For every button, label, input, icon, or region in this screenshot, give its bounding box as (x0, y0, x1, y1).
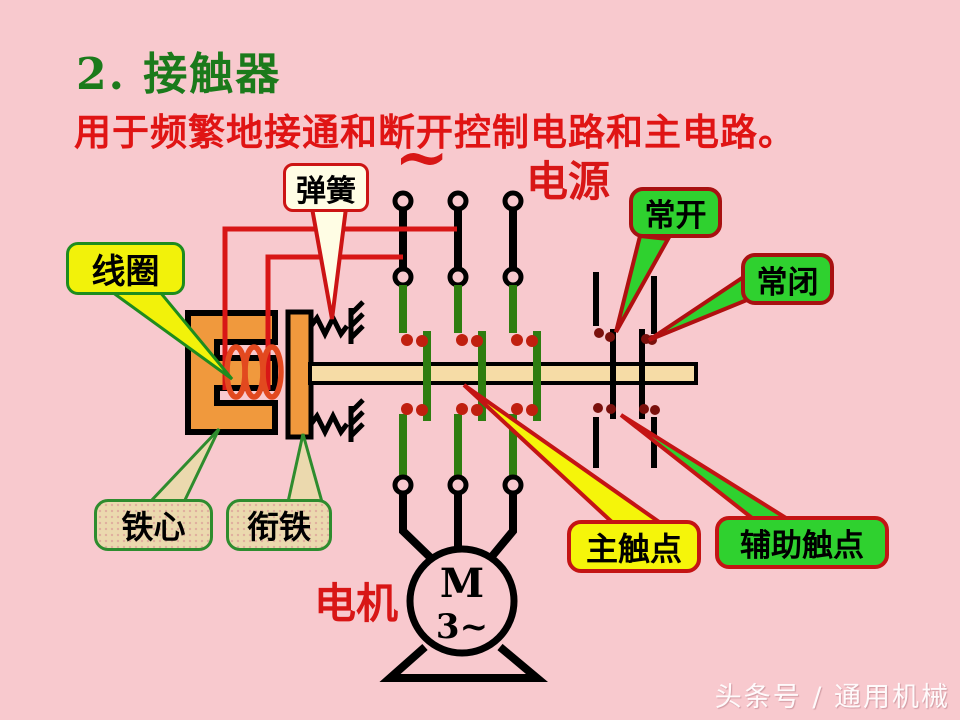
pointer-main-contacts (462, 383, 669, 526)
main-contact-tips (511, 334, 538, 416)
watermark: 头条号 / 通用机械 (714, 682, 950, 713)
label-auxiliary-contacts: 辅助触点 (715, 516, 889, 569)
label-coil: 线圈 (66, 242, 185, 295)
label-auxiliary-contacts-text: 辅助触点 (740, 528, 864, 564)
label-armature-text: 衔铁 (246, 508, 311, 546)
main-contact-tips (456, 334, 483, 416)
power-line-L2 (447, 190, 486, 496)
label-iron-core: 铁心 (94, 499, 213, 551)
spring-bottom (309, 398, 365, 442)
motor-letter: M (440, 560, 484, 607)
control-wire-1 (222, 226, 457, 390)
label-normally-closed-text: 常闭 (756, 264, 819, 301)
label-main-contacts-text: 主触点 (585, 529, 682, 568)
pointer-auxiliary-contacts (619, 413, 793, 520)
power-line-L1 (392, 190, 431, 496)
iron-core-shape (185, 310, 278, 435)
label-coil-text: 线圈 (91, 252, 160, 292)
armature-shape (285, 309, 314, 440)
motor-symbol: M 3~ (379, 493, 549, 682)
pointer-armature (286, 433, 324, 504)
label-normally-open: 常开 (629, 187, 722, 238)
pointer-normally-closed (647, 272, 750, 342)
page-subtitle: 用于频繁地接通和断开控制电路和主电路。 (74, 110, 796, 154)
motor-phases: 3~ (436, 607, 488, 647)
label-spring: 弹簧 (283, 163, 369, 212)
spring-top (309, 300, 365, 344)
label-normally-open-text: 常开 (644, 198, 707, 234)
power-label: 电源 (526, 157, 611, 206)
main-contact-tips (401, 334, 428, 416)
ac-symbol: ~ (394, 118, 450, 196)
motor-label: 电机 (314, 579, 399, 628)
aux-contact-normally-open (593, 272, 616, 468)
page-title: 2. 接触器 (76, 49, 282, 100)
label-iron-core-text: 铁心 (121, 508, 186, 546)
label-armature: 衔铁 (226, 499, 332, 551)
shaft-bar (308, 362, 698, 385)
pointer-normally-open (614, 233, 672, 333)
label-main-contacts: 主触点 (567, 520, 701, 573)
label-spring-text: 弹簧 (296, 173, 356, 209)
label-normally-closed: 常闭 (741, 253, 834, 305)
pointer-spring (309, 206, 349, 320)
pointer-iron-core (146, 427, 221, 504)
